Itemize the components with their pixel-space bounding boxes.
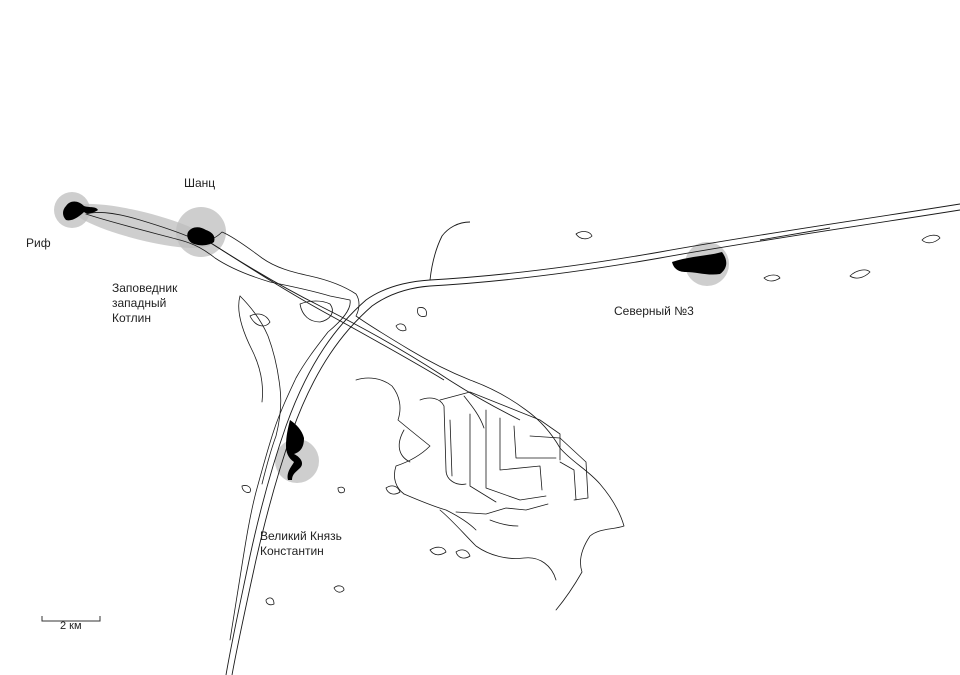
islets [241,231,941,606]
harbour-grid [419,391,589,527]
scale-bar-label: 2 км [60,620,82,632]
label-severny: Северный №3 [614,304,694,318]
label-rif: Риф [26,236,51,250]
site-knyaz [286,420,304,480]
label-zapovednik: Заповедник западный Котлин [112,281,178,325]
scale-bar [41,616,101,622]
fort-sites [63,201,727,480]
site-halos [54,192,729,483]
label-shanc: Шанц [184,176,216,190]
island-coastline [85,212,625,641]
label-knyaz: Великий Князь Константин [260,529,342,558]
dam-road [199,203,960,675]
site-shanc [187,227,215,246]
site-severny [672,252,727,275]
site-rif [63,201,98,221]
